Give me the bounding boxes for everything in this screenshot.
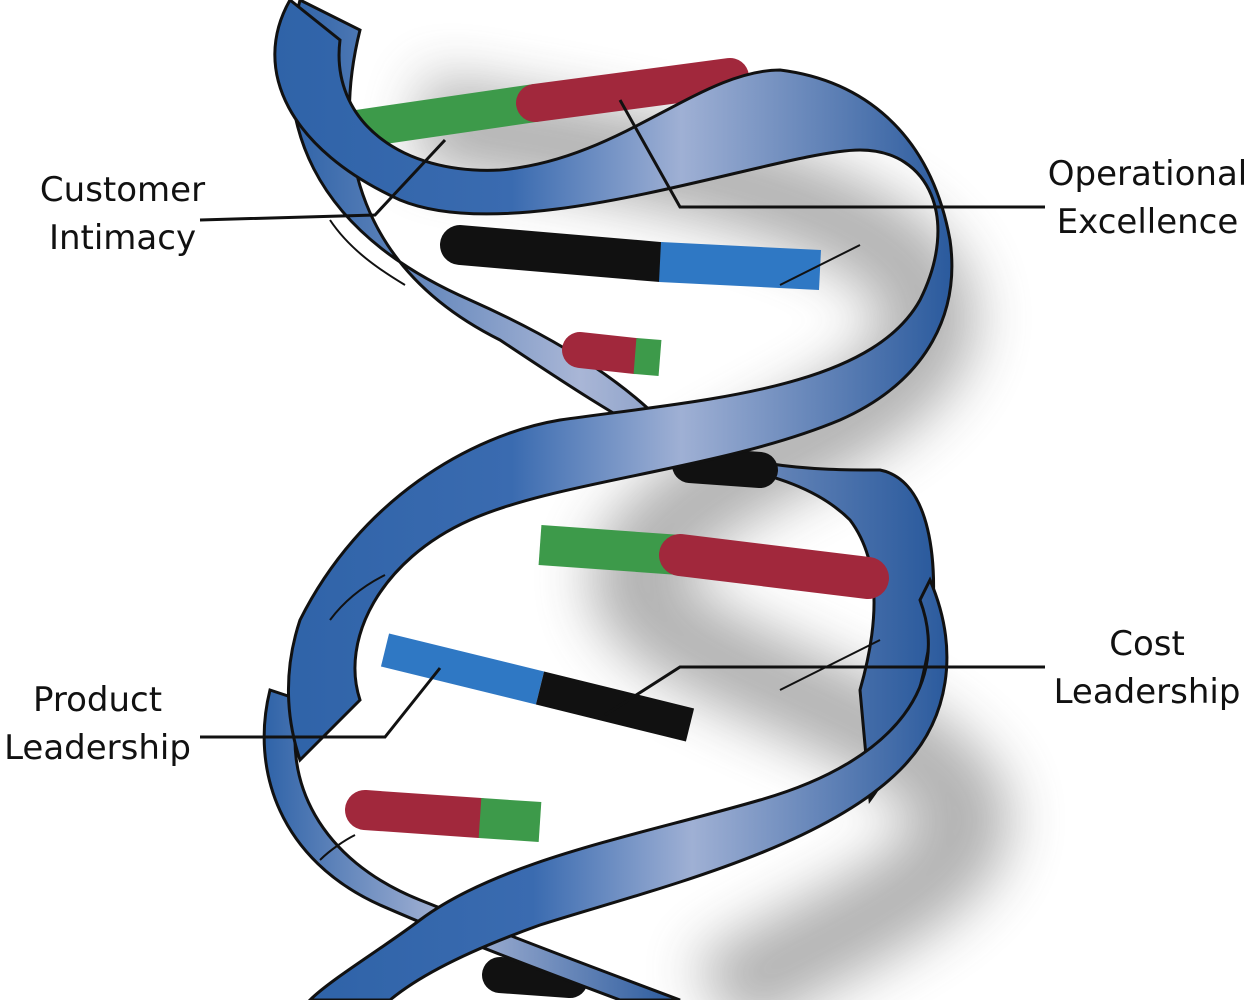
- base-pair-3-green: [633, 338, 662, 376]
- base-pair-6-blue: [380, 633, 545, 705]
- base-pairs: [331, 58, 889, 998]
- front-strand-lower: [307, 576, 949, 1000]
- label-cost-leadership-line1: Cost: [1109, 624, 1185, 664]
- base-pair-7-red: [345, 790, 500, 838]
- label-operational-excellence-line2: Excellence: [1056, 202, 1239, 242]
- base-pair-5-green: [538, 525, 682, 575]
- base-pair-1-red: [516, 58, 749, 122]
- base-pair-2-blue: [659, 242, 821, 290]
- base-pair-5-red: [659, 534, 889, 599]
- leader-line-product-leadership: [200, 667, 442, 739]
- base-pair-1-green: [331, 84, 554, 149]
- label-customer-intimacy-line2: Intimacy: [48, 218, 197, 258]
- base-pair-6-black: [535, 671, 695, 742]
- leader-line-customer-intimacy: [199, 138, 447, 222]
- leader-lines: [199, 99, 1045, 739]
- label-customer-intimacy: Customer Intimacy: [30, 166, 215, 262]
- front-strand-upper: [273, 0, 954, 763]
- label-cost-leadership: Cost Leadership: [1052, 620, 1242, 716]
- base-pair-2-black: [440, 225, 680, 282]
- label-product-leadership-line1: Product: [32, 680, 163, 720]
- leader-line-cost-leadership: [604, 665, 1045, 717]
- leader-line-operational-excellence: [618, 99, 1045, 209]
- base-pair-7-green: [478, 798, 542, 842]
- label-product-leadership: Product Leadership: [0, 676, 195, 772]
- base-pair-4-black: [672, 447, 778, 488]
- base-pair-8-black: [482, 957, 588, 998]
- label-product-leadership-line2: Leadership: [4, 728, 191, 768]
- base-pair-3-red: [562, 332, 653, 374]
- label-operational-excellence-line1: Operational: [1047, 154, 1248, 194]
- label-cost-leadership-line2: Leadership: [1053, 672, 1241, 712]
- label-operational-excellence: Operational Excellence: [1045, 150, 1250, 246]
- label-customer-intimacy-line1: Customer: [39, 170, 206, 210]
